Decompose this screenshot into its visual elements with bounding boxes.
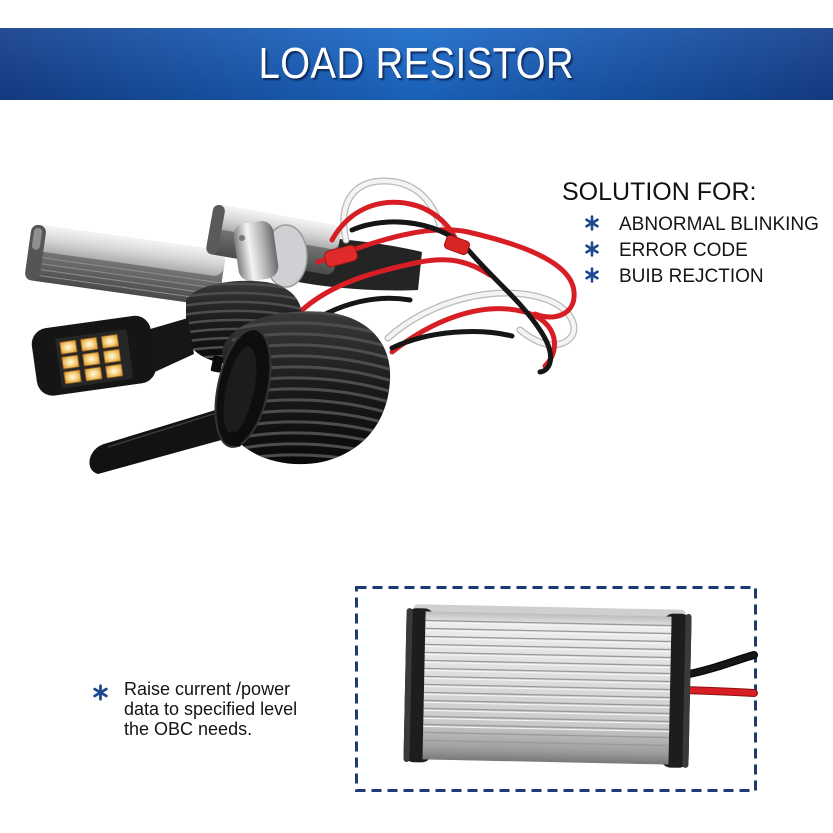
- wiring-harness: [297, 177, 578, 375]
- led-bulb-front: [89, 311, 391, 474]
- solution-item-error-code: ERROR CODE: [584, 241, 748, 260]
- crimp-connector: [443, 234, 471, 256]
- load-resistor-left: [25, 224, 225, 306]
- load-resistor-rear: [206, 204, 422, 291]
- crimp-connector: [324, 244, 358, 268]
- led-head: [31, 315, 156, 396]
- solution-item-label: BUIB REJCTION: [619, 266, 764, 287]
- note-line: the OBC needs.: [124, 719, 253, 739]
- solution-item-label: ERROR CODE: [619, 240, 748, 261]
- solution-item-abnormal-blinking: ABNORMAL BLINKING: [584, 215, 819, 234]
- solution-heading: SOLUTION FOR:: [562, 178, 757, 206]
- resistor-wires: [680, 651, 758, 697]
- page-title: LOAD RESISTOR: [258, 39, 575, 88]
- note-line: data to specified level: [124, 699, 298, 719]
- dashed-frame: [355, 586, 757, 792]
- resistor-closeup: [355, 586, 758, 792]
- note-line: Raise current /power: [124, 679, 291, 699]
- note-text: Raise current /power data to specified l…: [124, 679, 297, 739]
- note-section: Raise current /power data to specified l…: [92, 679, 297, 739]
- product-photo: [25, 177, 578, 474]
- resistor-housing: [403, 604, 692, 768]
- solution-item-label: ABNORMAL BLINKING: [619, 214, 819, 235]
- led-chips: [59, 334, 124, 385]
- led-bulb-rear: [31, 280, 303, 396]
- asterisk-icon: [584, 215, 600, 231]
- solution-item-bulb-rejection: BUIB REJCTION: [584, 267, 764, 286]
- title-banner: LOAD RESISTOR: [0, 28, 833, 100]
- asterisk-icon: [584, 267, 600, 283]
- socket-base: [233, 221, 279, 281]
- asterisk-icon: [92, 684, 109, 701]
- asterisk-icon: [584, 241, 600, 257]
